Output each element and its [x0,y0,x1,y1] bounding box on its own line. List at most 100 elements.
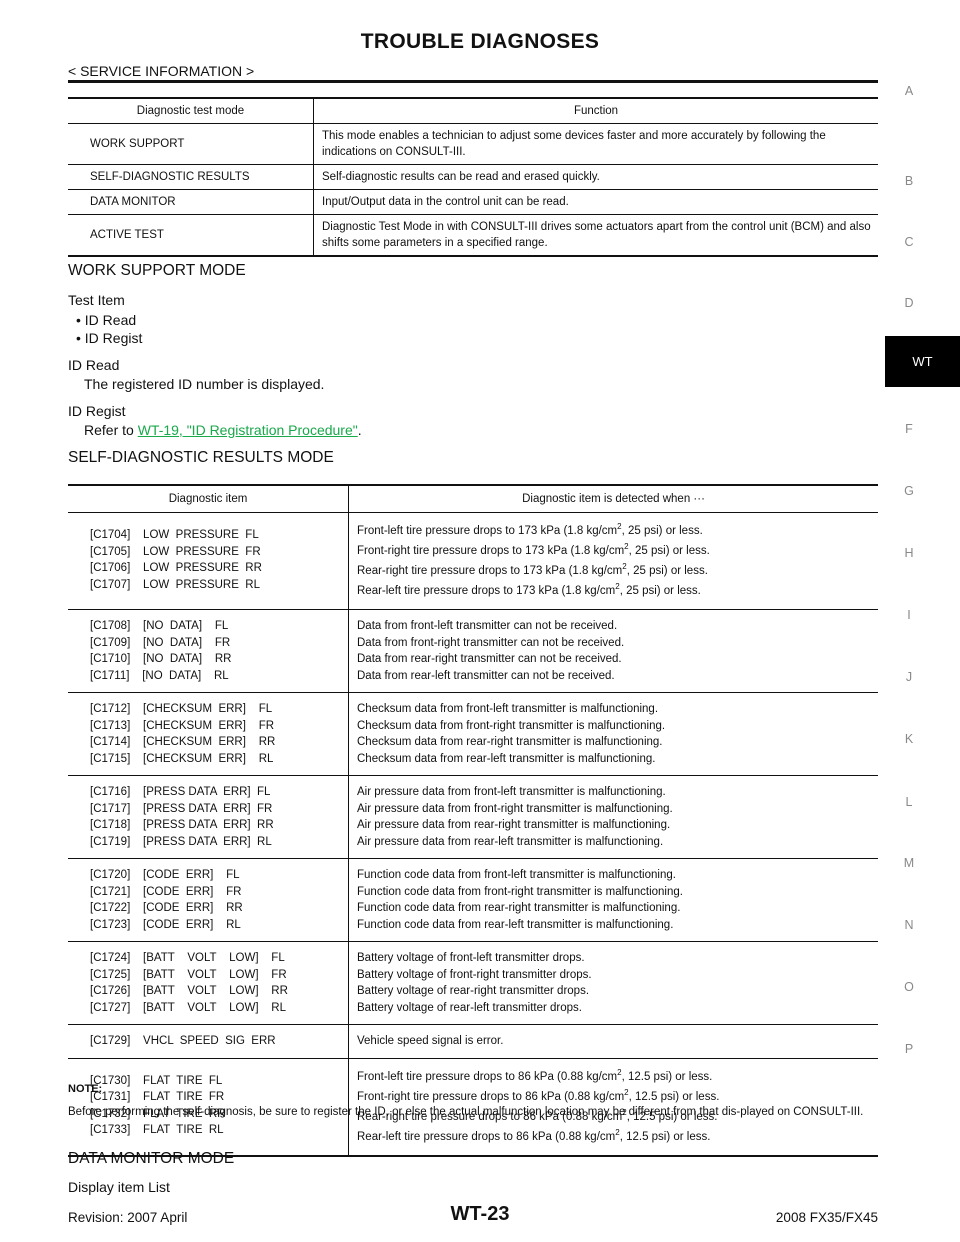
detection-condition: Rear-left tire pressure drops to 173 kPa… [357,581,878,601]
id-regist-text: Refer to WT-19, "ID Registration Procedu… [84,422,362,438]
diagnostic-item: [C1706] LOW PRESSURE RR [90,562,262,574]
section-tab[interactable]: M [903,856,915,870]
detection-condition: Vehicle speed signal is error. [357,1035,504,1047]
detection-condition: Battery voltage of front-right transmitt… [357,968,592,981]
diagnostic-item: [C1714] [CHECKSUM ERR] RR [90,736,276,748]
detection-condition: Function code data from rear-left transm… [357,918,674,931]
condition-text: , 12.5 psi) or less. [619,1130,711,1143]
superscript: 2 [622,1107,627,1117]
section-tab[interactable]: N [904,918,914,932]
section-tab[interactable]: H [904,546,914,560]
superscript: 2 [615,1127,620,1137]
section-tab[interactable]: K [904,732,914,746]
diagnostic-item: [C1711] [NO DATA] RL [90,669,229,682]
section-tab[interactable]: L [905,795,913,809]
diagnostic-item: [C1716] [PRESS DATA ERR] FL [90,786,271,798]
diagnostic-item: [C1725] [BATT VOLT LOW] FR [90,968,287,981]
diagnostic-item-cell: [C1716] [PRESS DATA ERR] FL[C1717] [PRES… [68,775,349,859]
section-tab[interactable]: O [904,980,914,994]
diagnostic-item: [C1722] [CODE ERR] RR [90,902,243,914]
section-tab[interactable]: A [904,84,914,98]
function-cell: Input/Output data in the control unit ca… [313,189,878,215]
id-regist-title: ID Regist [68,403,126,419]
detection-condition: Front-left tire pressure drops to 86 kPa… [357,1067,878,1087]
detection-condition: Air pressure data from front-left transm… [357,786,666,798]
detection-condition: Front-right tire pressure drops to 173 k… [357,541,878,561]
section-tab[interactable]: C [904,235,914,249]
section-tab-active[interactable]: WT [885,336,960,387]
function-cell: This mode enables a technician to adjust… [313,123,878,165]
table-row: [C1720] [CODE ERR] FL [C1721] [CODE ERR] … [68,858,878,942]
section-heading-data-monitor: DATA MONITOR MODE [68,1150,235,1167]
mode-cell: SELF-DIAGNOSTIC RESULTS [68,164,314,190]
section-tab[interactable]: D [904,296,914,310]
section-heading-work-support: WORK SUPPORT MODE [68,262,246,279]
detection-condition-cell: Checksum data from front-left transmitte… [348,692,878,776]
column-header-condition: Diagnostic item is detected when ··· [348,485,878,513]
column-header-item: Diagnostic item [68,485,349,513]
superscript: 2 [617,1067,622,1077]
diagnostic-item: [C1729] VHCL SPEED SIG ERR [90,1035,276,1047]
diagnostic-item: [C1704] LOW PRESSURE FL [90,529,259,541]
list-item-text: ID Regist [84,330,143,346]
diagnostic-item: [C1730] FLAT TIRE FL [90,1074,223,1087]
detection-condition: Rear-right tire pressure drops to 86 kPa… [357,1107,878,1127]
diagnostic-item-cell: [C1704] LOW PRESSURE FL[C1705] LOW PRESS… [68,512,349,610]
diagnostic-item: [C1732] FLAT TIRE RR [90,1107,226,1120]
diagnostic-item: [C1707] LOW PRESSURE RL [90,578,261,591]
detection-condition: Air pressure data from rear-left transmi… [357,835,664,848]
detection-condition-cell: Front-left tire pressure drops to 86 kPa… [348,1058,878,1156]
mode-cell: ACTIVE TEST [90,229,164,241]
detection-condition: Data from rear-left transmitter can not … [357,669,615,682]
condition-text: , 25 psi) or less. [621,525,703,537]
mode-cell: WORK SUPPORT [68,123,314,165]
table-row: [C1712] [CHECKSUM ERR] FL [C1713] [CHECKS… [68,692,878,776]
section-tab[interactable]: P [904,1042,914,1056]
section-heading-self-diagnostic: SELF-DIAGNOSTIC RESULTS MODE [68,449,334,466]
diagnostic-item: [C1713] [CHECKSUM ERR] FR [90,719,275,732]
condition-text: Front-left tire pressure drops to 86 kPa… [357,1070,618,1083]
detection-condition: Front-left tire pressure drops to 173 kP… [357,521,878,541]
diagnostic-item: [C1709] [NO DATA] FR [90,636,231,649]
table-row: DATA MONITOR Input/Output data in the co… [68,189,878,215]
detection-condition: Data from front-right transmitter can no… [357,636,625,649]
diagnostic-item-cell: [C1720] [CODE ERR] FL [C1721] [CODE ERR] … [68,858,349,942]
condition-text: Rear-right tire pressure drops to 173 kP… [357,565,623,577]
detection-condition: Checksum data from front-right transmitt… [357,719,666,732]
detection-condition-cell: Vehicle speed signal is error. [348,1024,878,1059]
condition-text: Rear-left tire pressure drops to 173 kPa… [357,585,616,597]
section-tab[interactable]: B [904,174,914,188]
self-diagnostic-table: Diagnostic item Diagnostic item is detec… [68,484,878,1157]
id-registration-link[interactable]: WT-19, "ID Registration Procedure" [137,422,358,438]
diagnostic-item-cell: [C1729] VHCL SPEED SIG ERR [68,1024,349,1059]
diagnostic-item: [C1719] [PRESS DATA ERR] RL [90,835,272,848]
diagnostic-item: [C1712] [CHECKSUM ERR] FL [90,703,273,715]
list-item-text: ID Read [84,312,137,328]
diagnostic-item: [C1727] [BATT VOLT LOW] RL [90,1001,286,1014]
section-tab[interactable]: J [905,670,913,684]
table-row: [C1729] VHCL SPEED SIG ERR Vehicle speed … [68,1024,878,1059]
diagnostic-item: [C1720] [CODE ERR] FL [90,869,240,881]
condition-text: , 12.5 psi) or less. [626,1110,718,1123]
table-row: [C1708] [NO DATA] FL[C1709] [NO DATA] FR… [68,609,878,693]
detection-condition-cell: Air pressure data from front-left transm… [348,775,878,859]
section-tab[interactable]: G [904,484,914,498]
section-tab[interactable]: I [907,608,911,622]
mode-cell: DATA MONITOR [68,189,314,215]
section-tab[interactable]: F [905,422,913,436]
display-item-list-label: Display item List [68,1179,170,1195]
self-diagnostic-rows: [C1704] LOW PRESSURE FL[C1705] LOW PRESS… [68,512,878,1156]
table-row: [C1716] [PRESS DATA ERR] FL[C1717] [PRES… [68,775,878,859]
diagnostic-item-cell: [C1712] [CHECKSUM ERR] FL [C1713] [CHECKS… [68,692,349,776]
condition-text: , 25 psi) or less. [626,565,708,577]
diagnostic-item: [C1721] [CODE ERR] FR [90,885,242,898]
detection-condition: Data from front-left transmitter can not… [357,620,618,632]
superscript: 2 [615,582,620,591]
detection-condition: Rear-right tire pressure drops to 173 kP… [357,561,878,581]
detection-condition: Front-right tire pressure drops to 86 kP… [357,1087,878,1107]
column-header-function: Function [313,98,878,124]
detection-condition: Air pressure data from front-right trans… [357,802,673,815]
table-header-row: Diagnostic item Diagnostic item is detec… [68,485,878,513]
detection-condition: Rear-left tire pressure drops to 86 kPa … [357,1127,878,1147]
table-row: [C1724] [BATT VOLT LOW] FL[C1725] [BATT … [68,941,878,1025]
